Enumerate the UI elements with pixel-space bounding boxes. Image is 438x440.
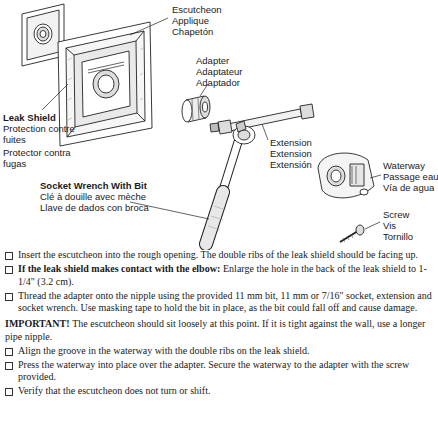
checkbox [5, 362, 13, 370]
instruction-step: Verify that the escutcheon does not turn… [18, 385, 432, 398]
screw [340, 225, 364, 242]
part-label: Socket Wrench With Bit [40, 180, 147, 191]
part-label: Applique [172, 15, 209, 26]
instruction-text: Press the waterway into place over the a… [18, 359, 409, 383]
part-label: Adaptateur [196, 66, 242, 77]
waterway [318, 153, 374, 198]
part-label: Extension [270, 148, 312, 159]
checkbox [5, 293, 13, 301]
part-label: Adaptador [196, 77, 240, 88]
rough-in-box [22, 4, 64, 66]
part-label: Leak Shield [3, 112, 56, 123]
part-label: Vía de agua [383, 182, 434, 193]
part-label: Chapetón [172, 26, 213, 37]
part-label: Screw [383, 209, 409, 220]
checkbox [5, 266, 13, 274]
part-label: Clé à douille avec mèche [40, 191, 146, 202]
instruction-text: Align the groove in the waterway with th… [18, 345, 310, 356]
part-label: Tornillo [383, 231, 413, 242]
bold-lead-in: IMPORTANT! [5, 318, 69, 329]
part-label: Adapter [196, 55, 229, 66]
part-label: Waterway [383, 160, 425, 171]
extension [210, 104, 314, 134]
bold-lead-in: If the leak shield makes contact with th… [18, 263, 220, 274]
instruction-step: Press the waterway into place over the a… [18, 359, 432, 384]
instruction-step: IMPORTANT!The escutcheon should sit loos… [5, 318, 432, 343]
instruction-step: Thread the adapter onto the nipple using… [18, 290, 432, 315]
part-label: Extension [270, 137, 312, 148]
part-label: Passage eau [383, 171, 438, 182]
instruction-text: Thread the adapter onto the nipple using… [18, 290, 432, 314]
part-label: Extensión [270, 159, 312, 170]
part-label: Protector contra fugas [3, 147, 75, 169]
part-label: Escutcheon [172, 4, 222, 15]
checkbox [5, 388, 13, 396]
socket-wrench [206, 121, 255, 244]
part-label: Llave de dados con broca [40, 202, 149, 213]
instruction-step: If the leak shield makes contact with th… [18, 263, 432, 288]
part-label: Protection contre fuites [3, 123, 75, 145]
instruction-text: Verify that the escutcheon does not turn… [18, 385, 210, 396]
instruction-step: Insert the escutcheon into the rough ope… [18, 249, 432, 262]
checkbox [5, 252, 13, 260]
part-label: Vis [383, 220, 396, 231]
checkbox [5, 348, 13, 356]
adapter [182, 96, 210, 122]
instruction-step: Align the groove in the waterway with th… [18, 345, 432, 358]
instruction-text: Insert the escutcheon into the rough ope… [18, 249, 418, 260]
